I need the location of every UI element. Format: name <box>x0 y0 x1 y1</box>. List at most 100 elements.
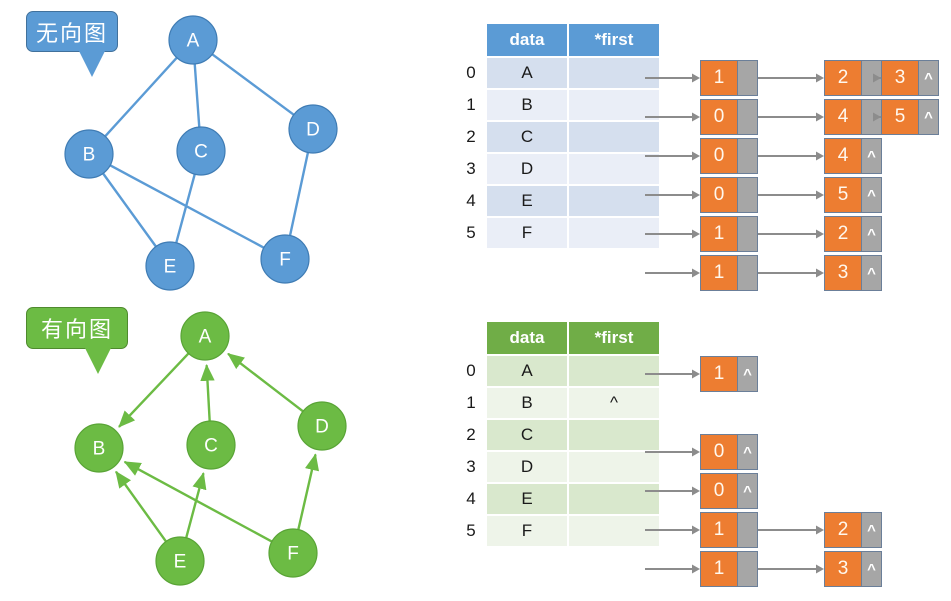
list-node-next <box>738 100 757 134</box>
list-node-next <box>862 61 881 95</box>
pointer-arrow <box>645 564 700 574</box>
graph-node-a[interactable] <box>180 311 230 361</box>
pointer-arrow <box>873 73 882 83</box>
list-node[interactable]: 2^ <box>824 216 882 252</box>
row-index: 3 <box>466 159 476 178</box>
cell-first-pointer <box>569 484 659 514</box>
table-header-row: data *first <box>457 24 659 56</box>
graph-node-label: F <box>287 544 299 565</box>
list-node[interactable]: 3^ <box>824 255 882 291</box>
graph-node-c[interactable] <box>176 126 226 176</box>
pointer-arrow <box>645 112 700 122</box>
graph-node-label: C <box>204 436 218 457</box>
list-node-value: 4 <box>825 139 862 173</box>
list-node[interactable]: 0 <box>700 138 758 174</box>
row-index: 5 <box>466 521 476 540</box>
list-node[interactable]: 1 <box>700 551 758 587</box>
list-node-next <box>862 100 881 134</box>
graph-edge <box>184 472 207 540</box>
cell-first-pointer <box>569 58 659 88</box>
pointer-arrow <box>758 525 824 535</box>
pointer-arrow <box>645 447 700 457</box>
graph-node-label: C <box>194 142 208 163</box>
callout-directed-label: 有向图 <box>40 317 113 342</box>
list-node-value: 0 <box>701 474 738 508</box>
header-first: *first <box>569 24 659 56</box>
list-node[interactable]: 0^ <box>700 434 758 470</box>
list-node-next: ^ <box>862 217 881 251</box>
cell-first-pointer <box>569 452 659 482</box>
list-node[interactable]: 3^ <box>824 551 882 587</box>
pointer-arrow <box>645 369 700 379</box>
graph-node-e[interactable] <box>155 536 205 586</box>
list-node[interactable]: 5^ <box>824 177 882 213</box>
list-node[interactable]: 0 <box>700 177 758 213</box>
list-node[interactable]: 1^ <box>700 356 758 392</box>
pointer-arrow <box>758 73 824 83</box>
list-node-value: 3 <box>825 256 862 290</box>
cell-vertex-data: D <box>487 154 567 184</box>
row-index: 0 <box>466 63 476 82</box>
graph-edge <box>123 461 274 544</box>
list-node[interactable]: 4 <box>824 99 882 135</box>
list-node-next <box>738 178 757 212</box>
list-node[interactable]: 1 <box>700 216 758 252</box>
cell-vertex-data: E <box>487 186 567 216</box>
list-node[interactable]: 5^ <box>881 99 939 135</box>
graph-edge <box>227 353 305 414</box>
graph-edge <box>174 172 197 245</box>
callout-tail <box>79 51 105 77</box>
graph-node-a[interactable] <box>168 15 218 65</box>
cell-first-pointer <box>569 154 659 184</box>
list-node-value: 4 <box>825 100 862 134</box>
list-node-next <box>738 552 757 586</box>
graph-node-label: F <box>279 250 291 271</box>
graph-node-b[interactable] <box>74 423 124 473</box>
cell-vertex-data: D <box>487 452 567 482</box>
list-node[interactable]: 1 <box>700 512 758 548</box>
list-node[interactable]: 3^ <box>881 60 939 96</box>
pointer-arrow <box>758 151 824 161</box>
pointer-arrow <box>758 190 824 200</box>
graph-node-e[interactable] <box>145 241 195 291</box>
graph-node-b[interactable] <box>64 129 114 179</box>
list-node-value: 1 <box>701 61 738 95</box>
cell-vertex-data: F <box>487 218 567 248</box>
graph-edge <box>210 52 296 117</box>
cell-first-pointer <box>569 356 659 386</box>
list-node[interactable]: 1 <box>700 60 758 96</box>
list-node[interactable]: 2^ <box>824 512 882 548</box>
graph-node-f[interactable] <box>260 234 310 284</box>
graph-node-label: E <box>174 552 187 573</box>
graph-node-f[interactable] <box>268 528 318 578</box>
graph-node-d[interactable] <box>288 104 338 154</box>
graph-edge <box>296 453 320 532</box>
cell-first-pointer: ^ <box>569 388 659 418</box>
list-node[interactable]: 4^ <box>824 138 882 174</box>
list-node[interactable]: 0 <box>700 99 758 135</box>
list-node[interactable]: 2 <box>824 60 882 96</box>
list-node-next: ^ <box>919 100 938 134</box>
list-node-value: 3 <box>825 552 862 586</box>
list-node-value: 1 <box>701 513 738 547</box>
cell-vertex-data: B <box>487 90 567 120</box>
graph-node-d[interactable] <box>297 401 347 451</box>
list-node-value: 0 <box>701 435 738 469</box>
list-node[interactable]: 1 <box>700 255 758 291</box>
list-node[interactable]: 0^ <box>700 473 758 509</box>
graph-node-c[interactable] <box>186 420 236 470</box>
